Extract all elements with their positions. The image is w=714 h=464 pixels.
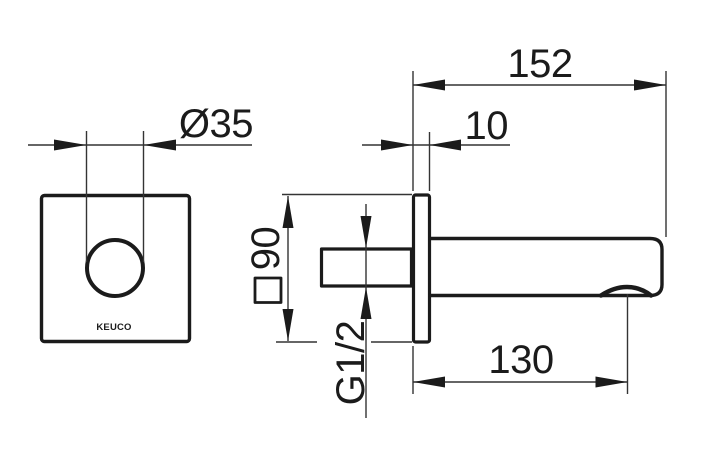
spout-body-outline [428,236,664,298]
dim-opening-diameter-label: Ø35 [179,102,253,146]
arrowhead-left-icon [429,139,461,151]
arrowhead-up-icon [282,196,294,228]
square-section-symbol [253,276,283,304]
dim-opening-diameter: Ø35 [28,102,254,262]
dim-outlet-offset-label: 130 [488,338,553,382]
arrowhead-down-icon [360,216,372,248]
dim-plate-size-label: 90 [244,227,288,271]
arrowhead-right-icon [595,376,628,388]
dim-plate-thickness: 10 [362,104,510,191]
dim-projection-label: 152 [507,42,572,86]
wall-plate-side-outline [411,193,432,344]
spout-opening-circle [85,238,145,298]
dim-thread-label: G1/2 [329,321,373,406]
arrowhead-right-icon [634,79,666,91]
arrowhead-up-icon [360,287,372,319]
arrowhead-left-icon [413,79,445,91]
wall-plate-front-outline [39,193,192,344]
arrowhead-left-icon [143,139,176,151]
arrowhead-right-icon [54,139,87,151]
side-view [319,193,664,344]
dim-projection: 152 [412,42,667,237]
brand-logo: KEUCO [96,322,131,333]
front-view: KEUCO [39,193,192,344]
dim-plate-thickness-label: 10 [465,104,509,148]
dim-outlet-offset: 130 [412,294,629,394]
arrowhead-left-icon [413,376,445,388]
arrowhead-down-icon [282,309,294,341]
arrowhead-right-icon [381,139,413,151]
outlet-bump [598,284,654,298]
dim-thread: G1/2 [329,204,373,418]
dim-plate-size: 90 [244,193,412,343]
